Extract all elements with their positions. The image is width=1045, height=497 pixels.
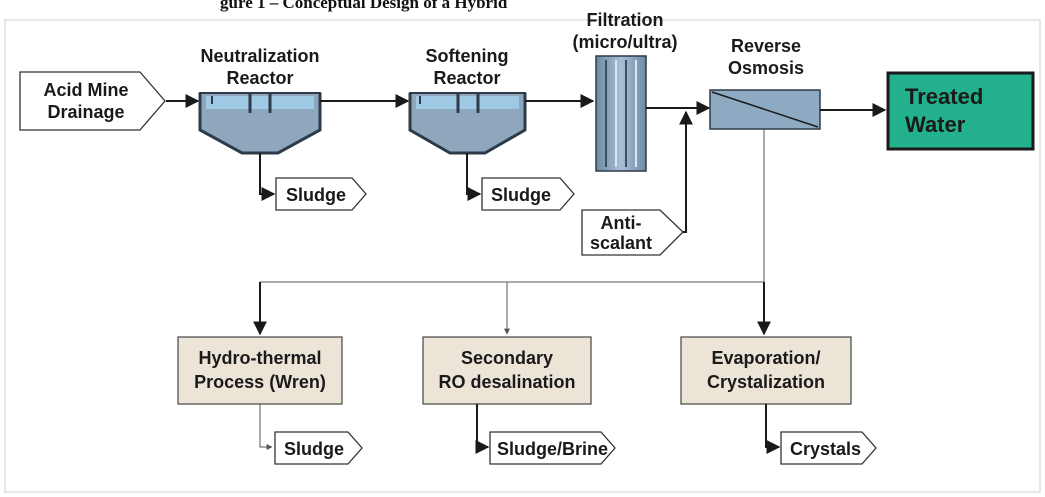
secondary-ro-box: Secondary RO desalination [422, 336, 592, 405]
acid-mine-drainage-input: Acid Mine Drainage [19, 71, 166, 131]
neutralization-label-1: Neutralization [200, 46, 319, 66]
secondary-label-2: RO desalination [438, 372, 575, 392]
flow-hydro-to-sludge [259, 404, 273, 450]
crystals-output: Crystals [780, 431, 877, 465]
filtration-unit: Filtration (micro/ultra) [572, 10, 678, 172]
sludge-2-label: Sludge [491, 185, 551, 205]
antiscalant-label-1: Anti- [601, 213, 642, 233]
acid-mine-drainage-label-1: Acid Mine [43, 80, 128, 100]
neutralization-reactor: Neutralization Reactor [198, 46, 322, 155]
figure-title: gure 1 – Conceptual Design of a Hybrid [220, 0, 508, 12]
neutralization-label-2: Reactor [226, 68, 293, 88]
sludge-output-2: Sludge [481, 177, 575, 211]
softening-label-1: Softening [426, 46, 509, 66]
evaporation-box: Evaporation/ Crystalization [680, 336, 852, 405]
hydro-label-2: Process (Wren) [194, 372, 326, 392]
sludge-1-label: Sludge [286, 185, 346, 205]
ro-label-2: Osmosis [728, 58, 804, 78]
filtration-label-1: Filtration [587, 10, 664, 30]
treated-water-output: Treated Water [886, 71, 1035, 151]
acid-mine-drainage-label-2: Drainage [47, 102, 124, 122]
hydrothermal-process-box: Hydro-thermal Process (Wren) [177, 336, 343, 405]
sludge-output-1: Sludge [275, 177, 367, 211]
sludge-brine-output: Sludge/Brine [489, 431, 616, 465]
evap-label-1: Evaporation/ [711, 348, 820, 368]
flow-evap-to-crystals [765, 404, 781, 454]
flow-neutralization-to-sludge [259, 153, 276, 201]
sludge-3-label: Sludge [284, 439, 344, 459]
hydro-label-1: Hydro-thermal [198, 348, 321, 368]
flow-antiscalant-to-ro-feed [679, 110, 693, 233]
sludge-brine-label: Sludge/Brine [497, 439, 608, 459]
treated-water-label-2: Water [905, 112, 966, 137]
crystals-label: Crystals [790, 439, 861, 459]
antiscalant-label-2: scalant [590, 233, 652, 253]
evap-label-2: Crystalization [707, 372, 825, 392]
filtration-label-2: (micro/ultra) [572, 32, 677, 52]
flow-secondary-to-brine [475, 404, 490, 454]
softening-label-2: Reactor [433, 68, 500, 88]
secondary-label-1: Secondary [461, 348, 553, 368]
sludge-output-3: Sludge [274, 431, 363, 465]
treated-water-label-1: Treated [905, 84, 983, 109]
softening-reactor: Softening Reactor [408, 46, 527, 155]
figure-frame [4, 19, 1041, 493]
reverse-osmosis-unit: Reverse Osmosis [709, 36, 821, 130]
flow-softening-to-sludge [466, 153, 482, 201]
ro-label-1: Reverse [731, 36, 801, 56]
antiscalant-input: Anti- scalant [581, 209, 684, 256]
